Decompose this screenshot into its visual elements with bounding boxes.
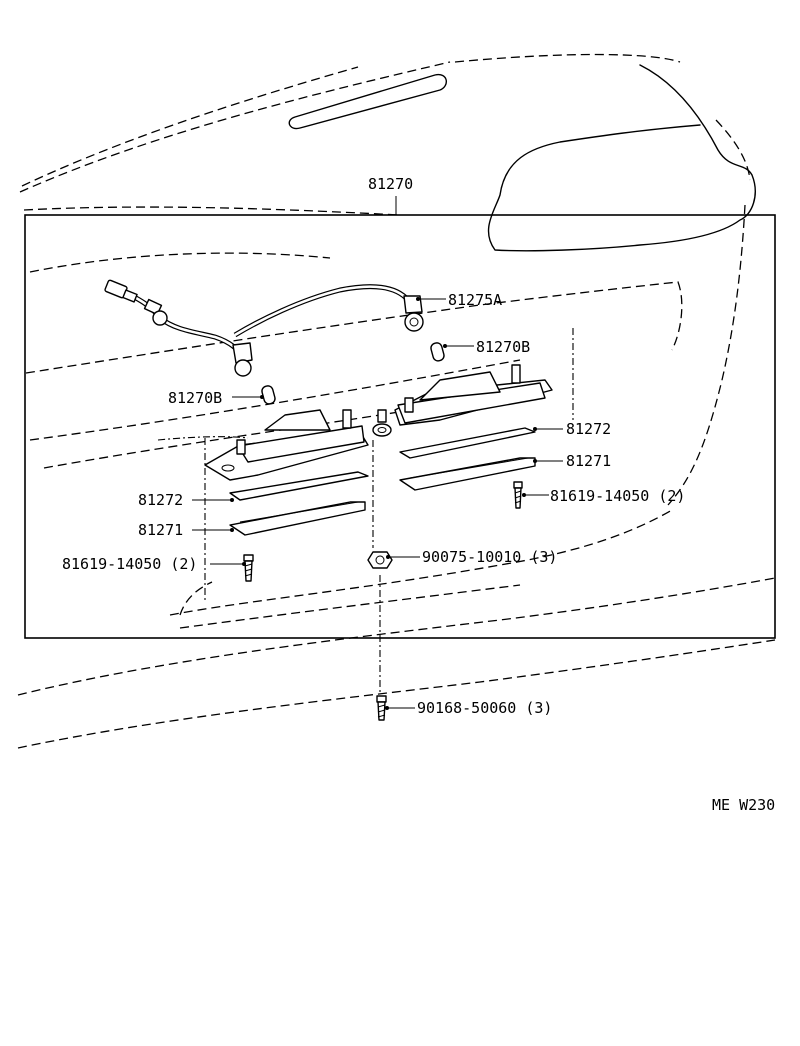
callout-bottom-screw: 90168-50060 (3) bbox=[417, 699, 552, 717]
gasket-right bbox=[399, 427, 536, 459]
callout-81275a: 81275A bbox=[448, 291, 502, 309]
callout-nut: 90075-10010 (3) bbox=[422, 548, 557, 566]
callout-81270b-right: 81270B bbox=[476, 338, 530, 356]
alignment-lines bbox=[157, 328, 574, 695]
screw-right bbox=[513, 481, 523, 509]
callout-81270b-left: 81270B bbox=[168, 389, 222, 407]
screw-left bbox=[243, 554, 254, 582]
callout-81271-left: 81271 bbox=[138, 521, 183, 539]
lamp-housing-right bbox=[394, 364, 553, 426]
bulb-right bbox=[430, 342, 445, 362]
lamp-housing-left bbox=[204, 409, 369, 481]
wire-harness bbox=[104, 279, 424, 377]
nut bbox=[367, 551, 393, 569]
callout-81272-left: 81272 bbox=[138, 491, 183, 509]
drawing-code: ME W230 bbox=[712, 796, 775, 814]
bulb-left bbox=[261, 385, 276, 405]
callout-screw-left: 81619-14050 (2) bbox=[62, 555, 197, 573]
callout-81271-right: 81271 bbox=[566, 452, 611, 470]
lens-left bbox=[229, 501, 366, 536]
bottom-screw bbox=[376, 695, 387, 721]
callout-81272-right: 81272 bbox=[566, 420, 611, 438]
leader-lines bbox=[192, 297, 563, 710]
car-body-outline bbox=[17, 53, 776, 749]
gasket-left bbox=[229, 471, 369, 501]
assembly-label: 81270 bbox=[368, 175, 413, 193]
callout-screw-right: 81619-14050 (2) bbox=[550, 487, 685, 505]
assembly-box bbox=[24, 214, 776, 639]
center-washer bbox=[372, 409, 392, 437]
